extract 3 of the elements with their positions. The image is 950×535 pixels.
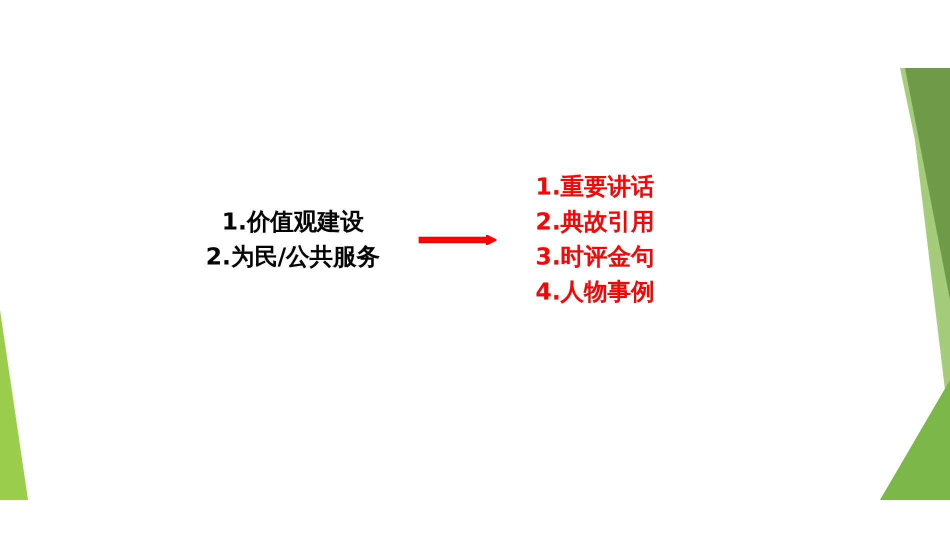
node-text: 1.价值观建设 2.为民/公共服务 bbox=[206, 208, 380, 272]
arrow bbox=[418, 234, 498, 246]
node-text: 1.重要讲话 2.典故引用 3.时评金句 4.人物事例 bbox=[536, 174, 654, 306]
